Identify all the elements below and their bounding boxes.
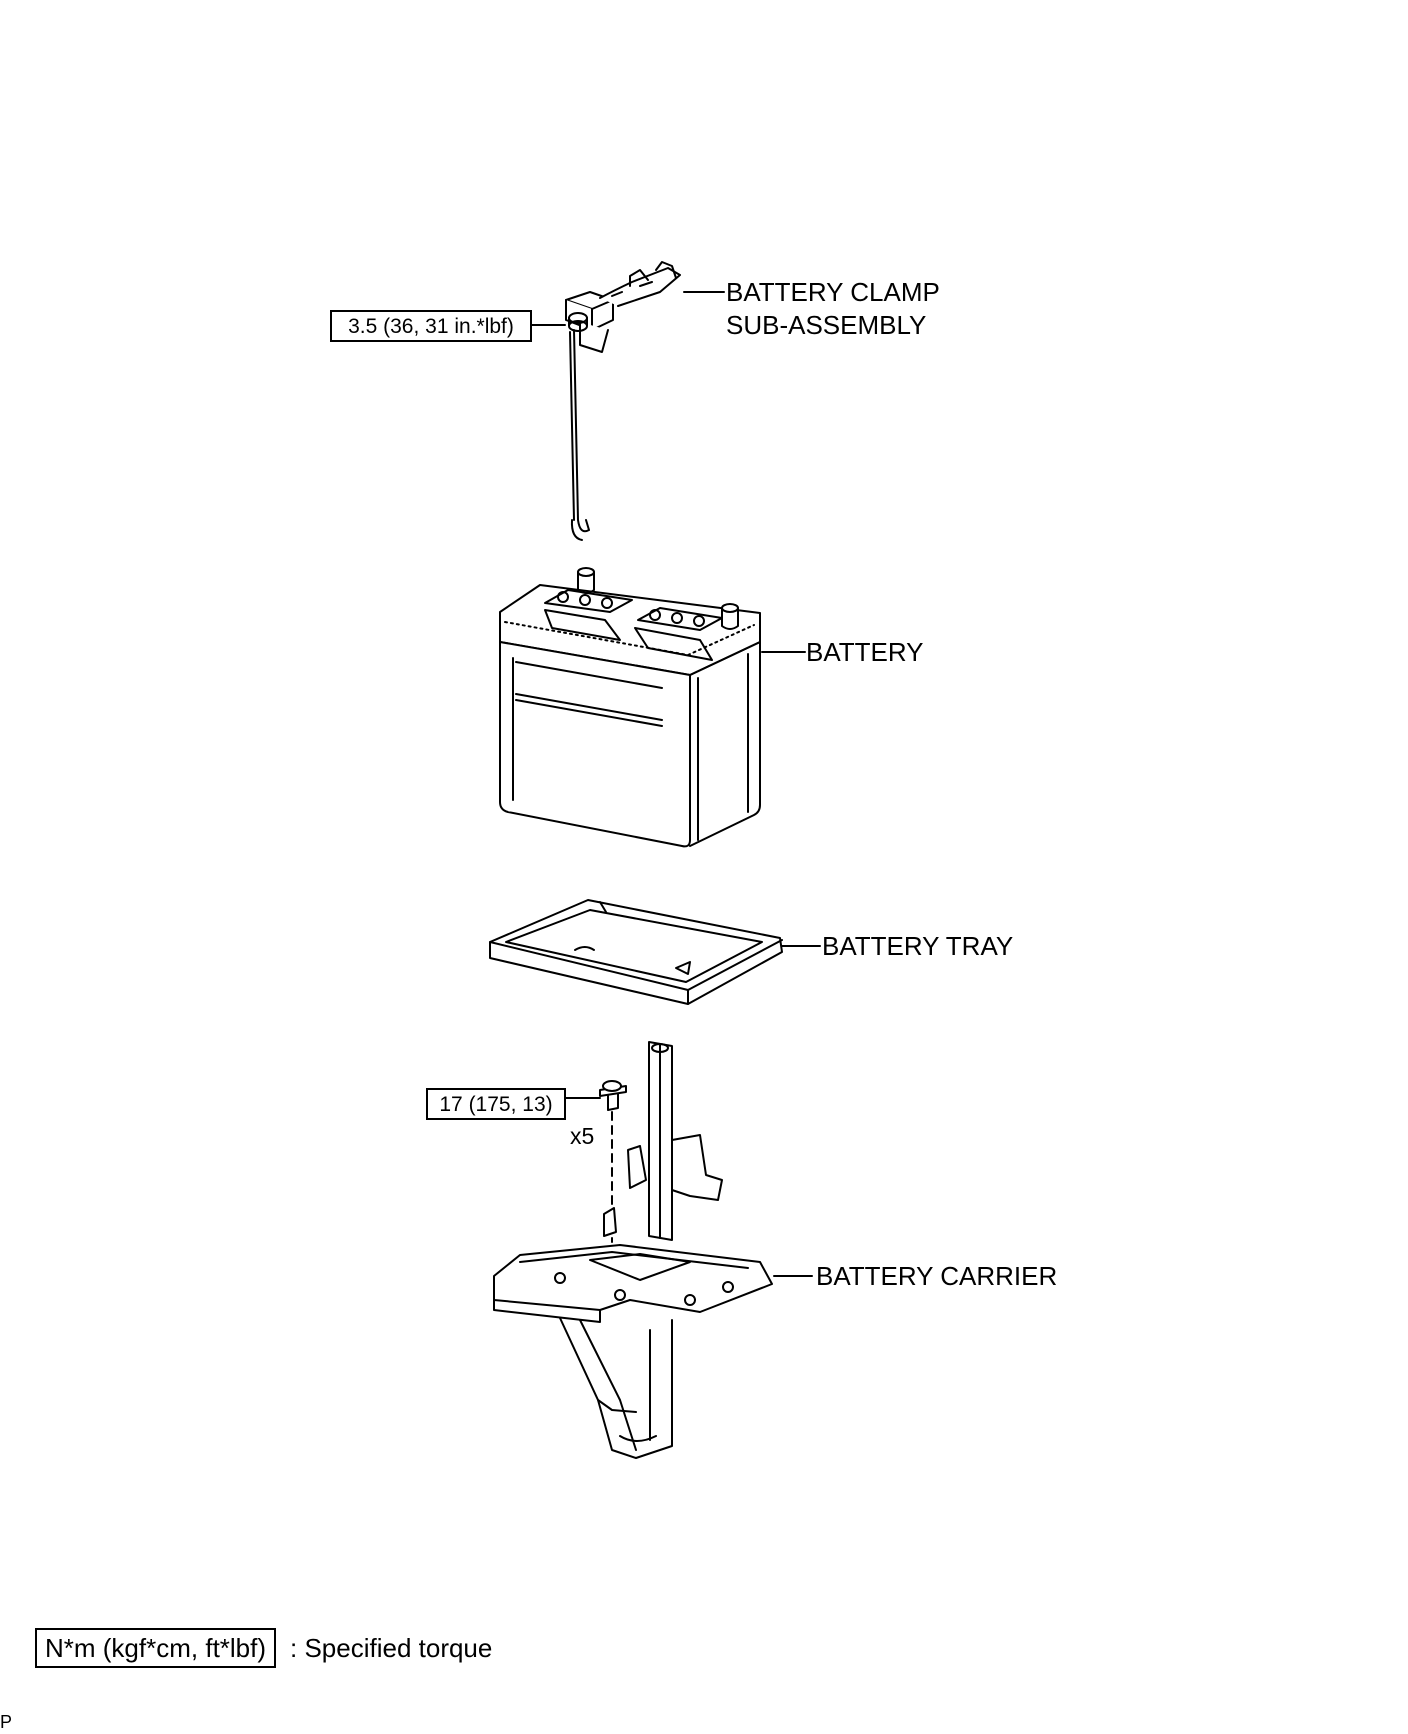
legend-torque-box: N*m (kgf*cm, ft*lbf) bbox=[35, 1628, 277, 1668]
battery-tray-drawing bbox=[489, 899, 821, 1005]
battery-drawing bbox=[499, 567, 806, 848]
label-sub-assembly: SUB-ASSEMBLY bbox=[726, 310, 927, 340]
battery-carrier-drawing bbox=[493, 1041, 813, 1459]
torque-box-carrier-bolt: 17 (175, 13) bbox=[426, 1088, 566, 1120]
label-battery-tray: BATTERY TRAY bbox=[822, 931, 1014, 961]
label-battery: BATTERY bbox=[806, 637, 924, 667]
carrier-bracket-tab bbox=[603, 1207, 617, 1237]
bolt-quantity: x5 bbox=[570, 1123, 595, 1149]
legend-torque-text: : Specified torque bbox=[290, 1633, 493, 1663]
corner-mark: P bbox=[0, 1712, 13, 1732]
torque-box-clamp: 3.5 (36, 31 in.*lbf) bbox=[330, 310, 532, 342]
battery-clamp-drawing bbox=[531, 261, 725, 541]
label-battery-carrier: BATTERY CARRIER bbox=[816, 1261, 1058, 1291]
label-battery-clamp: BATTERY CLAMP bbox=[726, 277, 940, 307]
